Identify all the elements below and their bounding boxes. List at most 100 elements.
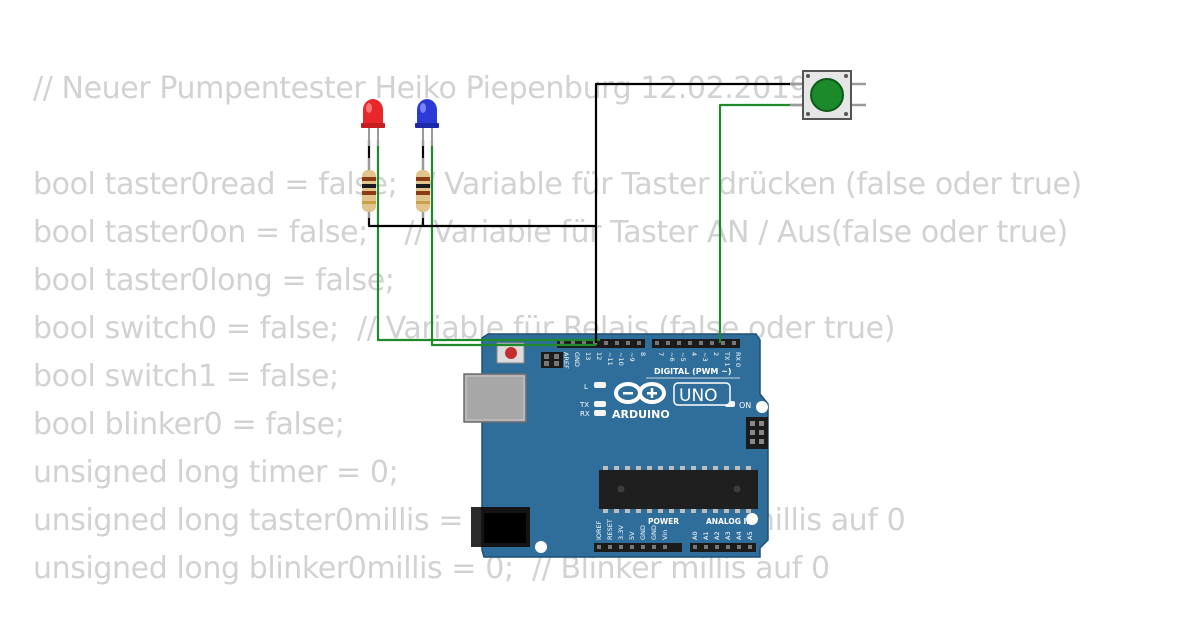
analog-pin-label: A2 (713, 531, 721, 540)
reset-button-cap[interactable] (505, 347, 517, 359)
digital-pin-label: ~6 (668, 352, 676, 362)
microcontroller-chip (599, 470, 758, 509)
chip-leg (724, 466, 729, 470)
chip-leg (713, 509, 718, 513)
digital-header (557, 339, 740, 348)
digital-pin[interactable] (655, 341, 659, 345)
wire-red-led-green[interactable] (376, 140, 600, 342)
analog-pin[interactable] (726, 545, 730, 549)
analog-pin[interactable] (704, 545, 708, 549)
power-pin-label: RESET (606, 519, 614, 540)
chip-leg (625, 509, 630, 513)
power-pin[interactable] (608, 545, 612, 549)
led-blue[interactable] (415, 99, 439, 146)
chip-leg (647, 509, 652, 513)
digital-pin-label: ~5 (679, 352, 687, 362)
usb-port (463, 373, 527, 423)
digital-pin[interactable] (615, 341, 619, 345)
icsp-header (541, 352, 563, 368)
power-pin-label: GND (650, 525, 658, 540)
chip-leg (724, 509, 729, 513)
digital-pin[interactable] (721, 341, 725, 345)
digital-pin-label: 7 (657, 352, 665, 356)
wire-gnd-black[interactable] (594, 82, 805, 343)
digital-pin-label: 8 (639, 352, 647, 356)
resistor-blue-led[interactable] (416, 158, 430, 218)
analog-pin-label: A0 (691, 531, 699, 540)
digital-pin[interactable] (604, 341, 608, 345)
push-button[interactable] (790, 70, 866, 120)
led-on-label: ON (739, 401, 751, 410)
power-pin-label: 3.3V (617, 525, 625, 540)
digital-pin[interactable] (688, 341, 692, 345)
digital-pin[interactable] (666, 341, 670, 345)
analog-pin[interactable] (715, 545, 719, 549)
chip-leg (658, 466, 663, 470)
power-pin-label: IOREF (595, 520, 603, 540)
resistor-red-led[interactable] (362, 158, 376, 218)
chip-leg (735, 509, 740, 513)
digital-pin[interactable] (560, 341, 564, 345)
power-pin[interactable] (630, 545, 634, 549)
analog-pin-label: A3 (724, 531, 732, 540)
chip-leg (680, 509, 685, 513)
digital-pin-label: RX 0 (734, 352, 742, 367)
chip-leg (746, 466, 751, 470)
chip-leg (603, 466, 608, 470)
chip-leg (647, 466, 652, 470)
power-pin-label: 5V (628, 531, 636, 540)
analog-header (690, 543, 756, 552)
model-text: UNO (679, 386, 718, 406)
power-pin[interactable] (597, 545, 601, 549)
chip-leg (735, 466, 740, 470)
power-pin[interactable] (652, 545, 656, 549)
led-l-label: L (584, 383, 588, 391)
wire-button-green[interactable] (718, 103, 805, 343)
power-pin[interactable] (663, 545, 667, 549)
led-l (594, 382, 606, 388)
power-header (594, 543, 682, 552)
led-red[interactable] (361, 99, 385, 146)
digital-pin[interactable] (732, 341, 736, 345)
digital-pin-label: TX 1 (723, 351, 731, 367)
digital-pin-label: 2 (712, 352, 720, 356)
led-tx (594, 401, 606, 407)
power-pin[interactable] (641, 545, 645, 549)
chip-leg (614, 509, 619, 513)
chip-leg (713, 466, 718, 470)
led-tx-label: TX (579, 401, 589, 409)
digital-pin[interactable] (626, 341, 630, 345)
analog-pin[interactable] (748, 545, 752, 549)
power-pin[interactable] (619, 545, 623, 549)
analog-label: ANALOG IN (706, 517, 753, 526)
chip-leg (680, 466, 685, 470)
code-line: bool taster0long = false; (33, 263, 395, 298)
power-pin-label: Vin (661, 530, 669, 540)
push-button-cap[interactable] (810, 78, 844, 112)
digital-pin[interactable] (677, 341, 681, 345)
wire-led-cathodes-black[interactable] (367, 140, 596, 228)
digital-pin-label: AREF (562, 352, 570, 369)
digital-pin-label: 12 (595, 352, 603, 360)
digital-pin-label: 4 (690, 352, 698, 356)
digital-pin[interactable] (710, 341, 714, 345)
digital-pin-label: GND (573, 352, 581, 367)
chip-leg (691, 466, 696, 470)
digital-pin[interactable] (571, 341, 575, 345)
analog-pin[interactable] (693, 545, 697, 549)
digital-pin[interactable] (637, 341, 641, 345)
chip-leg (746, 509, 751, 513)
wire-blue-led-green[interactable] (430, 140, 596, 347)
code-line: // Neuer Pumpentester Heiko Piepenburg 1… (33, 71, 837, 106)
digital-pin[interactable] (699, 341, 703, 345)
mounting-hole (746, 513, 758, 525)
code-line: bool taster0on = false; // Variable für … (33, 215, 1068, 250)
digital-header-label: DIGITAL (PWM ~) (654, 367, 732, 376)
analog-pin[interactable] (737, 545, 741, 549)
code-editor-text: // Neuer Pumpentester Heiko Piepenburg 1… (33, 66, 1082, 594)
digital-pin[interactable] (582, 341, 586, 345)
power-pin-label: GND (639, 525, 647, 540)
mounting-hole (535, 541, 547, 553)
